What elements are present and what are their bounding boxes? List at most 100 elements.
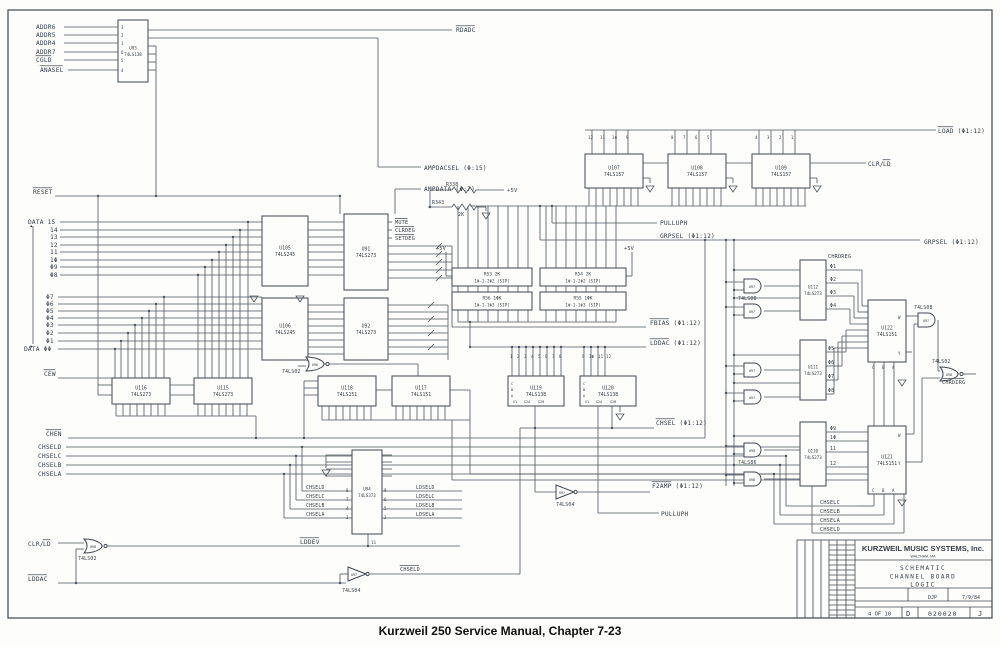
- resnet-part: 1Φ-1-2Φ2 (SIP): [474, 279, 509, 284]
- gate-bubble: [959, 371, 964, 377]
- gate-ref: U97: [749, 285, 755, 289]
- ground-symbol: [812, 185, 822, 193]
- signal-label-lddev: LDDEV: [300, 539, 320, 546]
- signal-label-3: 3: [121, 25, 124, 30]
- signal-label-1-: 1Φ: [612, 135, 618, 140]
- wire: [435, 258, 443, 266]
- and-gate-u97: [743, 278, 762, 294]
- junction-dot: [140, 316, 144, 320]
- wire: [435, 274, 443, 282]
- signal-label-8: 8: [346, 488, 349, 493]
- and-gate-u97: [743, 303, 762, 319]
- chip-ref-label: U107: [608, 166, 620, 172]
- signal-label-chseld: CHSELD: [38, 444, 62, 451]
- junction-dot: [74, 581, 78, 585]
- junction-dot: [113, 347, 117, 351]
- signal-label-74ls04: 74LS04: [342, 588, 361, 594]
- chip-u105: [261, 215, 309, 287]
- chip-u117: [391, 375, 451, 407]
- signal-label-chselb: CHSELB: [820, 509, 840, 515]
- signal-label-5: 5: [384, 506, 387, 511]
- signal-label-4: 4: [531, 354, 534, 359]
- signal-label-b: B: [882, 488, 885, 493]
- and-gate-u97: [743, 389, 762, 405]
- company-name: KURZWEIL MUSIC SYSTEMS, Inc.: [862, 544, 984, 553]
- resistor-network: [539, 267, 627, 287]
- signal-label--8: Φ8: [828, 388, 834, 394]
- signal-label-clr-: CLR/: [28, 541, 44, 548]
- chip-ref-label: U116: [135, 386, 147, 392]
- signal-label-chselb: CHSELB: [306, 503, 325, 509]
- ground-symbol: [481, 212, 491, 220]
- signal-label-reset: RESET: [33, 189, 53, 196]
- junction-dot: [559, 345, 563, 349]
- chip-part-label: 74LS273: [804, 371, 822, 376]
- junction-dot: [732, 313, 736, 317]
- gate-bubble: [103, 543, 108, 549]
- chip-part-label: 74LS273: [131, 392, 151, 398]
- signal-label-11: 11: [598, 354, 604, 359]
- signal-label-c: C: [872, 488, 875, 493]
- chip-part-label: 74LS273: [356, 330, 376, 336]
- junction-dot: [338, 194, 342, 198]
- signal-label-9: 9: [384, 488, 387, 493]
- chip-part-label: 74LS245: [275, 330, 295, 336]
- signal-label-g1: G1: [585, 400, 589, 404]
- junction-dot: [282, 472, 286, 476]
- chip-u119: [507, 375, 565, 407]
- signal-label-ld: LD: [43, 541, 51, 548]
- signal-label-grpsel-1-12-: GRPSEL (Φ1:12): [660, 233, 715, 240]
- signal-label-anasel: ANASEL: [40, 67, 64, 74]
- gate-ref: U97: [749, 310, 755, 314]
- signal-label-chsel-1-12-: CHSEL (Φ1:12): [656, 420, 707, 427]
- junction-dot: [732, 452, 736, 456]
- signal-label-12: 12: [830, 461, 836, 467]
- gate-ref: U97: [923, 319, 929, 323]
- signal-label-g2a: G2A: [524, 400, 530, 404]
- junction-dot: [732, 288, 736, 292]
- signal-label-b: B: [511, 388, 513, 392]
- signal-label-lddac-1-12-: LDDAC (Φ1:12): [650, 340, 701, 347]
- resnet-label: R54 2K: [575, 272, 592, 278]
- junction-dot: [96, 194, 100, 198]
- signal-label--9: Φ9: [50, 264, 58, 271]
- signal-label-11: 11: [371, 540, 377, 545]
- junction-dot: [589, 345, 593, 349]
- signal-label-a: A: [892, 365, 895, 370]
- signal-label-g2a: G2A: [596, 400, 602, 404]
- signal-label--7: Φ7: [828, 374, 834, 380]
- signal-label--5v: +5V: [507, 188, 518, 194]
- junction-dot: [732, 372, 736, 376]
- junction-dot: [238, 228, 242, 232]
- junction-dot: [126, 331, 130, 335]
- signal-label-data-: DATA ΦΦ: [24, 346, 52, 353]
- signal-label-b: B: [583, 388, 585, 392]
- signal-label-14: 14: [50, 227, 58, 234]
- chip-ref-label: U108: [691, 166, 703, 172]
- chip-part-label: 74LS157: [604, 172, 624, 178]
- signal-label-4: 4: [346, 506, 349, 511]
- signal-label-c: C: [872, 365, 875, 370]
- chip-part-label: 74LS138: [526, 392, 546, 398]
- signal-label-w: W: [898, 315, 901, 320]
- signal-label-y: Y: [898, 351, 901, 356]
- drawn-by: DJP: [928, 595, 937, 601]
- signal-label--8: Φ8: [50, 272, 58, 279]
- signal-label-chseld: CHSELD: [400, 567, 420, 573]
- signal-label-12: 12: [50, 242, 58, 249]
- chip-part-label: 74LS273: [356, 253, 376, 259]
- drawing-number: 020020: [928, 610, 957, 618]
- junction-dot: [724, 364, 728, 368]
- signal-label-74ls08: 74LS08: [738, 296, 757, 302]
- junction-dot: [603, 345, 607, 349]
- chip-ref-label: U121: [881, 455, 893, 461]
- chip-part-label: 74LS157: [771, 172, 791, 178]
- junction-dot: [703, 238, 707, 242]
- signal-label-chrdirg: CHRDIRG: [942, 380, 965, 386]
- gate-bubble: [365, 571, 370, 577]
- junction-dot: [154, 194, 158, 198]
- signal-label-chsela: CHSELA: [38, 471, 62, 478]
- junction-dot: [552, 345, 556, 349]
- signal-label-2k: 2K: [458, 212, 464, 218]
- junction-dot: [133, 323, 137, 327]
